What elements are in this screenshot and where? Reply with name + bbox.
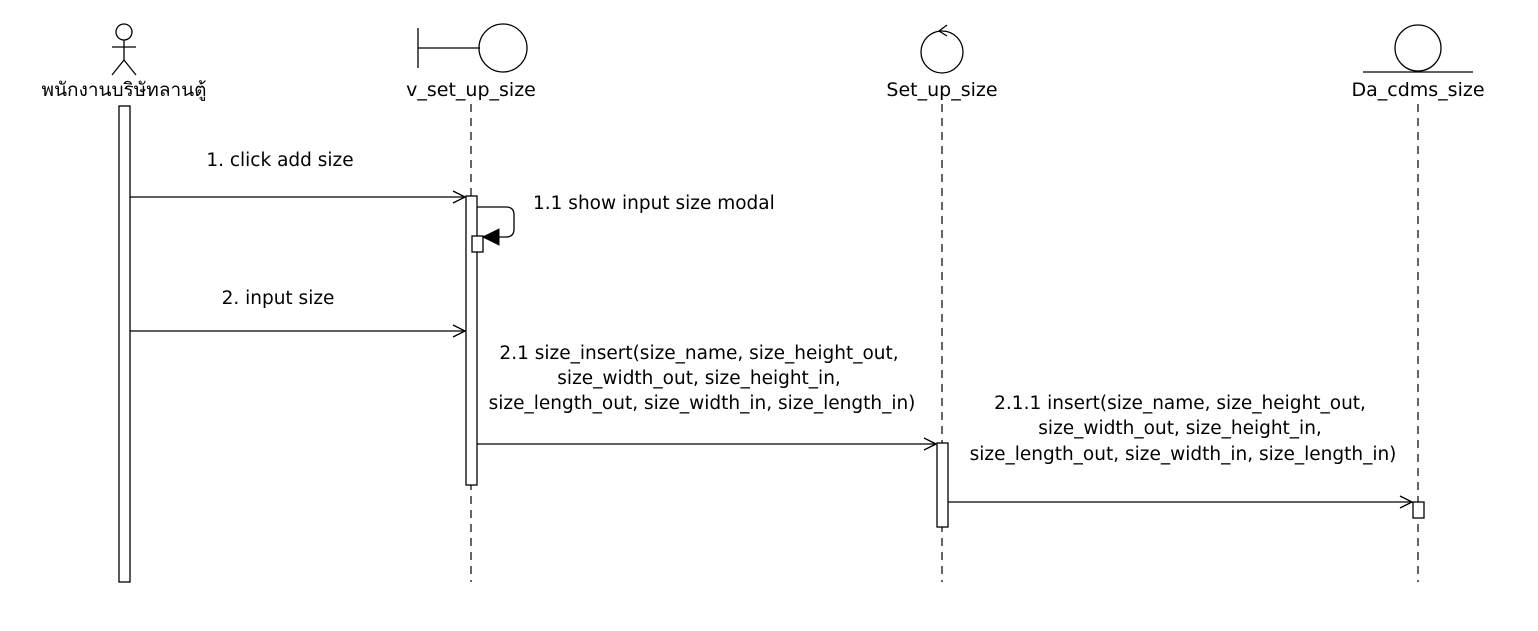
- message-1-1-arrowhead: [481, 228, 500, 246]
- message-1-1: 1.1 show input size modal: [477, 193, 775, 246]
- message-2-1: 2.1 size_insert(size_name, size_height_o…: [477, 343, 936, 444]
- message-2: 2. input size: [130, 288, 465, 331]
- message-2-1-line: size_length_out, size_width_in, size_len…: [489, 393, 916, 414]
- message-2-1-label: 2.1 size_insert(size_name, size_height_o…: [489, 343, 916, 414]
- message-2-1-1: 2.1.1 insert(size_name, size_height_out,…: [948, 393, 1412, 502]
- control-name: Set_up_size: [886, 79, 997, 101]
- participant-control: Set_up_size: [886, 24, 998, 582]
- message-1-1-self-loop: [477, 206, 515, 238]
- message-2-label: 2. input size: [222, 288, 335, 309]
- control-icon: [920, 24, 964, 74]
- entity-name: Da_cdms_size: [1351, 79, 1484, 101]
- message-1-label: 1. click add size: [206, 150, 353, 171]
- message-2-1-1-line: 2.1.1 insert(size_name, size_height_out,: [994, 393, 1366, 414]
- entity-icon: [1363, 24, 1473, 73]
- participant-actor: พนักงานบริษัทลานตู้: [42, 23, 207, 583]
- message-2-1-line: size_width_out, size_height_in,: [557, 368, 841, 389]
- boundary-self-activation-bar: [471, 235, 484, 253]
- control-activation-bar: [936, 442, 949, 528]
- message-1: 1. click add size: [130, 150, 465, 197]
- participant-entity: Da_cdms_size: [1351, 24, 1485, 582]
- actor-name: พนักงานบริษัทลานตู้: [42, 79, 207, 101]
- message-2-1-1-label: 2.1.1 insert(size_name, size_height_out,…: [970, 393, 1397, 465]
- message-2-1-1-line: size_length_out, size_width_in, size_len…: [970, 444, 1397, 465]
- boundary-icon: [417, 23, 528, 73]
- entity-activation-bar: [1412, 501, 1425, 519]
- actor-activation-bar: [118, 105, 131, 583]
- boundary-name: v_set_up_size: [406, 79, 536, 101]
- message-2-1-1-line: size_width_out, size_height_in,: [1038, 418, 1322, 439]
- boundary-activation-bar: [465, 195, 478, 486]
- participant-boundary: v_set_up_size: [406, 23, 536, 582]
- message-1-1-label: 1.1 show input size modal: [533, 193, 775, 214]
- message-2-1-line: 2.1 size_insert(size_name, size_height_o…: [499, 343, 898, 364]
- actor-icon: [111, 23, 137, 76]
